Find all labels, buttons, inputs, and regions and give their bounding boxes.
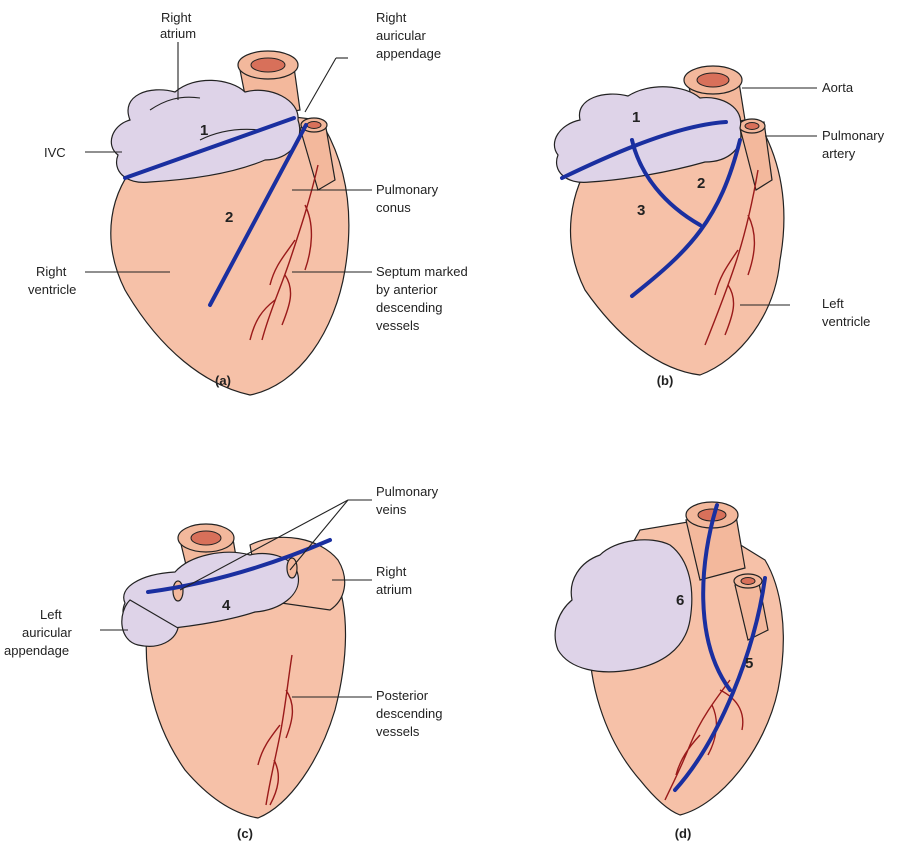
panel-b-num-2: 2 [697,175,705,192]
panel-a-label-right-atrium: Right atrium [160,10,196,41]
panel-c: 4 Pulmonary veins Right atrium Left auri… [4,484,446,841]
panel-b-label-pulmonary: Pulmonary artery [822,128,888,161]
panel-a-pulmonary-lumen [307,122,321,129]
panel-a-label-septum: Septum marked by anterior descending ves… [376,264,471,333]
panel-d-caption: (d) [675,826,692,841]
panel-b-caption: (b) [657,373,674,388]
panel-b: 1 2 3 Aorta Pulmonary artery Left ventri… [554,66,887,388]
panel-d-num-6: 6 [676,592,684,609]
panel-b-pulmonary-lumen [745,123,759,130]
panel-a-leader-appendage [305,58,336,112]
panel-b-num-1: 1 [632,109,640,126]
panel-a-label-appendage: Right auricular appendage [376,10,441,61]
panel-d-pulmonary-lumen [741,578,755,585]
panel-a-label-right-ventricle: Right ventricle [28,264,76,297]
panel-b-num-3: 3 [637,202,645,219]
panel-c-label-left-auricular: Left auricular appendage [4,607,75,658]
panel-d-num-5: 5 [745,655,753,672]
panel-c-vein-left [173,581,183,601]
panel-c-label-posterior: Posterior descending vessels [376,688,446,739]
panel-c-caption: (c) [237,826,253,841]
panel-a-label-conus: Pulmonary conus [376,182,442,215]
panel-b-aorta-lumen [697,73,729,87]
panel-b-label-aorta: Aorta [822,80,854,95]
panel-a-caption: (a) [215,373,231,388]
panel-c-num-4: 4 [222,597,231,614]
panel-d: 6 5 (d) [555,502,783,841]
panel-a-aorta-lumen [251,58,285,72]
panel-a-num-2: 2 [225,209,233,226]
panel-a: 1 2 Right atrium Right auricular appenda… [28,10,471,395]
panel-b-label-left-ventricle: Left ventricle [822,296,870,329]
panel-c-label-right-atrium: Right atrium [376,564,412,597]
panel-c-label-pulmonary-veins: Pulmonary veins [376,484,442,517]
panel-a-label-ivc: IVC [44,145,66,160]
panel-d-right-atrium [555,540,692,672]
panel-c-aorta-lumen [191,531,221,545]
panel-a-num-1: 1 [200,122,208,139]
